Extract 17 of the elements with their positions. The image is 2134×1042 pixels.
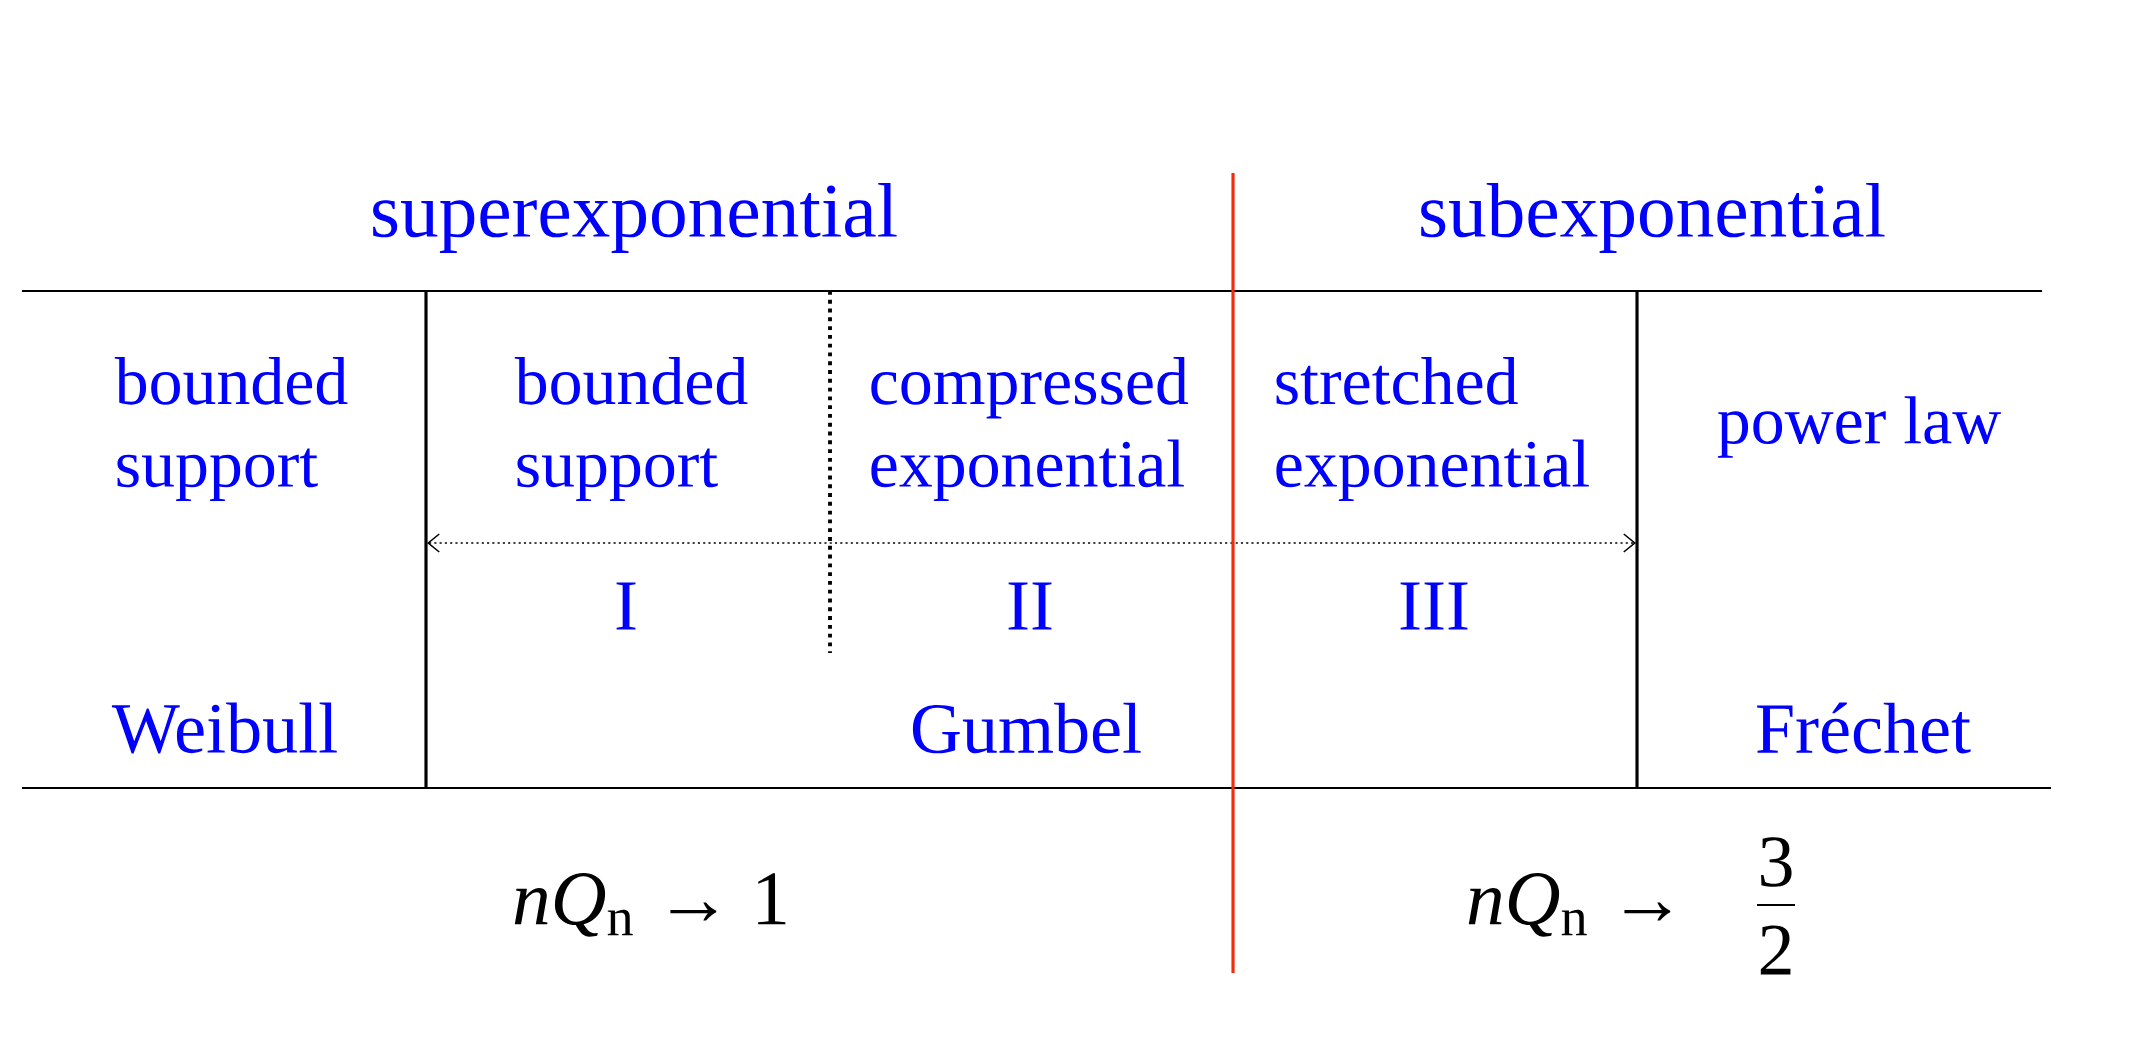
formula: nQ$_{n}$ → bbox=[1468, 873, 1671, 937]
roman-numeral: II bbox=[1008, 582, 1052, 630]
distribution-name: Weibull bbox=[111, 702, 337, 754]
roman-numeral: I bbox=[616, 582, 636, 630]
denominator: 2 bbox=[1760, 925, 1791, 975]
formula: nQ$_{n}$ → 1 bbox=[514, 873, 786, 937]
distribution-name: Fréchet bbox=[1757, 702, 1971, 754]
numerator: 3 bbox=[1761, 837, 1792, 887]
cell-text: bounded support bbox=[514, 356, 748, 502]
distribution-name: Gumbel bbox=[912, 702, 1141, 754]
cell-text: bounded support bbox=[114, 356, 348, 502]
column-heading: subexponential bbox=[1421, 182, 1885, 254]
column-heading: superexponential bbox=[373, 182, 897, 254]
cell-text: power law bbox=[1717, 396, 2001, 458]
roman-numeral: III bbox=[1400, 582, 1468, 630]
cell-text: stretched exponential bbox=[1276, 356, 1589, 502]
cell-text: compressed exponential bbox=[871, 356, 1189, 502]
